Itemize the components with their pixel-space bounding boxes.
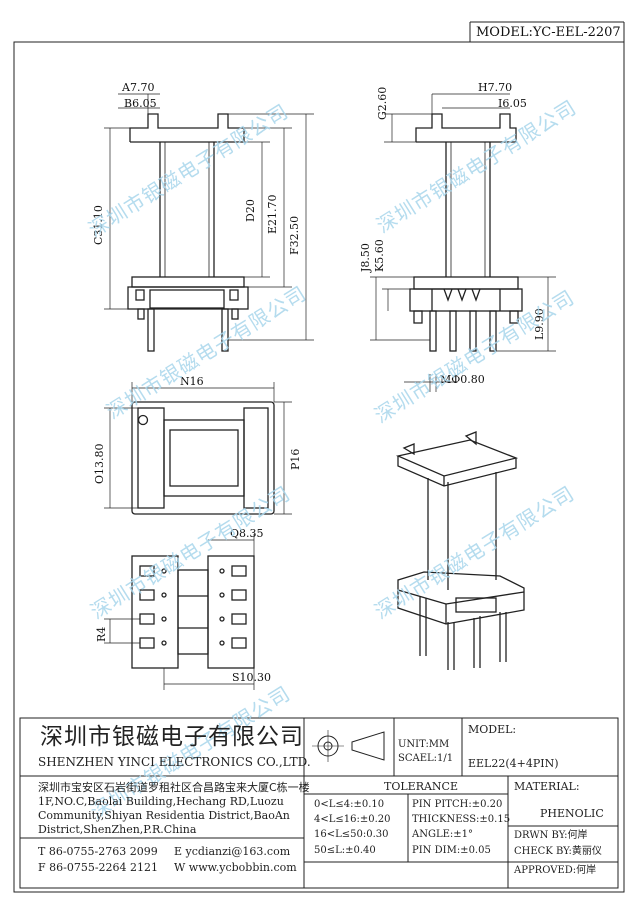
address-cn: 深圳市宝安区石岩街道罗租社区合昌路宝来大厦C栋一楼 xyxy=(38,781,310,794)
bottom-view-dimensions xyxy=(104,534,255,690)
top-view-bobbin xyxy=(131,401,275,515)
drawn-by: DRWN BY:何岸 xyxy=(514,830,588,841)
top-view-dimensions xyxy=(104,382,292,515)
model-label: MODEL: xyxy=(468,723,517,736)
model-value: EEL22(4+4PIN) xyxy=(468,757,559,770)
material-value: PHENOLIC xyxy=(540,807,604,820)
address-en-line: 1F,NO.C,Baolai Building,Hechang RD,Luozu xyxy=(38,795,284,808)
company-name-en: SHENZHEN YINCI ELECTRONICS CO.,LTD. xyxy=(38,755,311,769)
company-name-cn: 深圳市银磁电子有限公司 xyxy=(40,724,304,750)
tolerance-right-row: PIN DIM:±0.05 xyxy=(412,845,491,856)
tolerance-right-row: PIN PITCH:±0.20 xyxy=(412,799,503,810)
dim-i: I6.05 xyxy=(498,97,527,110)
tolerance-left-row: 50≤L:±0.40 xyxy=(314,845,376,856)
tolerance-title: TOLERANCE xyxy=(384,780,458,793)
checked-by: CHECK BY:黄丽仪 xyxy=(514,846,602,857)
dim-e: E21.70 xyxy=(266,194,279,234)
tolerance-right-row: THICKNESS:±0.15 xyxy=(412,814,511,825)
material-label: MATERIAL: xyxy=(514,780,580,793)
bottom-view-bobbin xyxy=(131,555,255,669)
side-view-bobbin xyxy=(409,113,523,352)
isometric-bobbin xyxy=(395,431,525,670)
projection-symbol-icon xyxy=(312,730,385,762)
dim-j: J8.50 xyxy=(359,243,372,272)
dim-m: MΦ0.80 xyxy=(440,373,485,386)
tolerance-right-row: ANGLE:±1° xyxy=(412,829,474,840)
dim-b: B6.05 xyxy=(124,97,157,110)
company-fax: F 86-0755-2264 2121 xyxy=(38,861,159,874)
tolerance-left-row: 16<L≤50:0.30 xyxy=(314,829,389,840)
dim-k: K5.60 xyxy=(373,239,386,272)
dim-n: N16 xyxy=(180,375,204,388)
dim-a: A7.70 xyxy=(122,81,155,94)
dim-s: S10.30 xyxy=(232,671,272,684)
tolerance-left-row: 4<L≤16:±0.20 xyxy=(314,814,391,825)
dim-f: F32.50 xyxy=(288,215,301,255)
dim-d: D20 xyxy=(244,199,257,222)
drawing-model-title: MODEL:YC-EEL-2207 xyxy=(476,25,621,40)
company-email[interactable]: E ycdianzi@163.com xyxy=(174,845,291,858)
company-website[interactable]: W www.ycbobbin.com xyxy=(174,861,297,874)
address-en-line: District,ShenZhen,P.R.China xyxy=(38,823,197,836)
approved-by: APPROVED:何岸 xyxy=(514,865,597,876)
unit-label: UNIT:MM xyxy=(398,739,450,750)
dim-h: H7.70 xyxy=(478,81,513,94)
sheet-border xyxy=(13,41,625,893)
dim-g: G2.60 xyxy=(376,86,389,120)
dim-r: R4 xyxy=(95,626,108,642)
title-block-frame xyxy=(19,717,619,889)
address-en-line: Community,Shiyan Residentia District,Bao… xyxy=(38,809,290,822)
dim-p: P16 xyxy=(289,448,302,470)
scale-label: SCAEL:1/1 xyxy=(398,753,454,764)
side-view-dimensions xyxy=(370,93,556,392)
front-view-dimensions xyxy=(104,93,314,341)
dim-o: O13.80 xyxy=(93,443,106,484)
tolerance-left-row: 0<L≤4:±0.10 xyxy=(314,799,385,810)
company-tel: T 86-0755-2763 2099 xyxy=(38,845,158,858)
dim-q: Q8.35 xyxy=(230,527,264,540)
